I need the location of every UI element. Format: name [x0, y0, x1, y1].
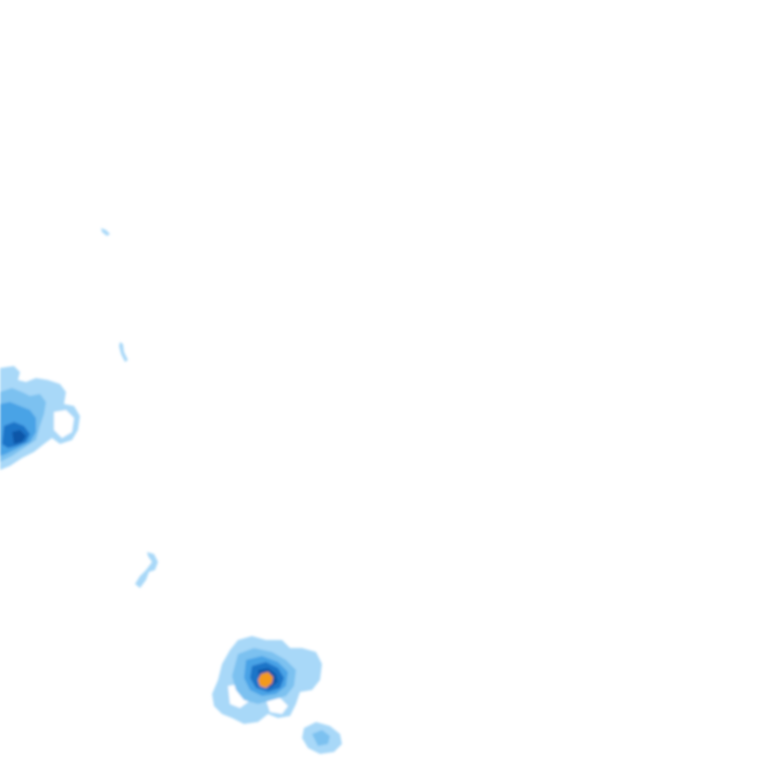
echo-intense-band — [258, 672, 273, 688]
echo-light-band — [135, 552, 158, 588]
echo-lightmid-band — [312, 730, 330, 746]
echo-south-east-fragment — [302, 722, 342, 754]
echo-light-band — [101, 228, 110, 236]
echo-white-band — [266, 698, 288, 714]
echo-light-band — [119, 342, 128, 362]
echo-veryheavy-band — [12, 430, 26, 444]
echo-white-band — [54, 410, 74, 438]
echo-south-cell — [212, 636, 322, 724]
echo-scattered-fragments — [101, 228, 158, 588]
echo-west-cluster — [0, 366, 80, 470]
